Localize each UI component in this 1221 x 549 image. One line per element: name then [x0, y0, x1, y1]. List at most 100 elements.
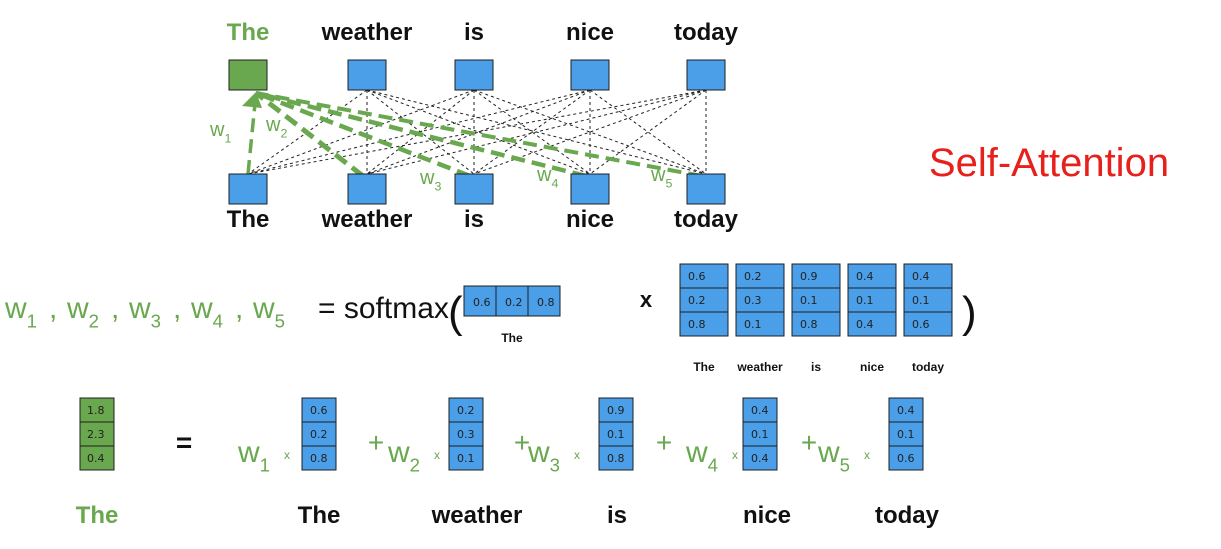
- key-matrix-label: The: [693, 360, 715, 374]
- key-matrix-value: 0.1: [912, 294, 930, 307]
- sum-times-sign: x: [434, 448, 440, 462]
- sum-plus-sign: +: [801, 427, 817, 458]
- weighted-edge-w5: [255, 91, 703, 178]
- value-vector-label-weather: weather: [431, 502, 523, 529]
- graph-weight-label-w1: w1: [209, 119, 231, 145]
- key-matrix-value: 0.4: [856, 270, 874, 283]
- bottom-token-box-is: [454, 173, 494, 205]
- sum-times-sign: x: [574, 448, 580, 462]
- attention-edge: [473, 89, 707, 175]
- arrow-head: [242, 92, 262, 108]
- attention-edge: [366, 89, 707, 175]
- value-vector-cell: [301, 445, 337, 471]
- equation-comma: ,: [111, 292, 119, 325]
- query-vector-value: 0.8: [537, 296, 555, 309]
- result-vector-value: 0.4: [87, 452, 105, 465]
- value-vector-label-the: The: [298, 502, 341, 529]
- value-vector-value: 0.1: [751, 428, 769, 441]
- top-token-label-nice: nice: [566, 19, 614, 46]
- value-vector-value: 0.1: [607, 428, 625, 441]
- bottom-token-label-weather: weather: [321, 206, 413, 233]
- key-matrix-value: 0.4: [856, 318, 874, 331]
- value-vector-value: 0.4: [897, 404, 915, 417]
- equation-weight-w4: w4: [190, 292, 223, 332]
- value-vector-cell: [598, 421, 634, 447]
- key-matrix-label: is: [811, 360, 821, 374]
- value-vector-label-is: is: [607, 502, 627, 529]
- value-vector-cell: [598, 445, 634, 471]
- query-vector-cell: [495, 285, 529, 317]
- value-vector-value: 0.8: [607, 452, 625, 465]
- value-vector-value: 0.1: [897, 428, 915, 441]
- graph-weight-label-w3: w3: [419, 167, 441, 193]
- result-vector-value: 1.8: [87, 404, 105, 417]
- attention-graph: TheTheweatherweatherisisnicenicetodaytod…: [209, 19, 739, 233]
- sum-weight-w4: w4: [685, 436, 718, 476]
- key-matrix-value: 0.2: [688, 294, 706, 307]
- softmax-label: = softmax: [318, 292, 449, 325]
- key-matrix-value: 0.2: [744, 270, 762, 283]
- value-vector-cell: [448, 445, 484, 471]
- times-sign: x: [640, 287, 653, 312]
- value-vector-value: 0.3: [457, 428, 475, 441]
- sum-weight-w5: w5: [817, 436, 850, 476]
- bottom-token-label-today: today: [674, 206, 739, 233]
- key-matrix-cell: [791, 311, 841, 337]
- graph-weight-label-w2: w2: [265, 114, 287, 140]
- result-vector-label: The: [76, 502, 119, 529]
- equation-comma: ,: [173, 292, 181, 325]
- top-token-label-weather: weather: [321, 19, 413, 46]
- top-token-box-is: [454, 59, 494, 91]
- value-vector-cell: [742, 445, 778, 471]
- attention-edge: [247, 89, 707, 175]
- key-matrix-value: 0.1: [800, 294, 818, 307]
- key-matrix-value: 0.6: [688, 270, 706, 283]
- weighted-edge-w2: [254, 91, 365, 178]
- diagram-title: Self-Attention: [929, 141, 1169, 185]
- key-matrix-value: 0.3: [744, 294, 762, 307]
- key-matrix-label: today: [912, 360, 944, 374]
- query-vector-label: The: [501, 331, 523, 345]
- top-token-label-is: is: [464, 19, 484, 46]
- weighted-edge-w3: [255, 90, 471, 179]
- sum-times-sign: x: [864, 448, 870, 462]
- equation-weight-w5: w5: [252, 292, 285, 332]
- value-vector-cell: [888, 421, 924, 447]
- sum-plus-sign: +: [368, 427, 384, 458]
- attention-edge: [473, 89, 707, 175]
- value-vector-value: 0.1: [457, 452, 475, 465]
- equation-weight-w2: w2: [66, 292, 99, 332]
- result-vector-value: 2.3: [87, 428, 105, 441]
- attention-edge: [366, 89, 591, 175]
- value-vector-value: 0.9: [607, 404, 625, 417]
- bottom-token-box-nice: [570, 173, 610, 205]
- key-matrix-value: 0.8: [688, 318, 706, 331]
- bottom-token-label-is: is: [464, 206, 484, 233]
- key-matrix-cell: [847, 287, 897, 313]
- value-vector-value: 0.2: [310, 428, 328, 441]
- sum-weight-w3: w3: [527, 436, 560, 476]
- sum-equals: =: [176, 427, 192, 458]
- key-matrix-cell: [679, 311, 729, 337]
- value-vector-cell: [742, 397, 778, 423]
- value-vector-value: 0.4: [751, 452, 769, 465]
- sum-weight-w2: w2: [387, 436, 420, 476]
- query-vector-cell: [463, 285, 497, 317]
- query-vector-value: 0.2: [505, 296, 523, 309]
- value-vector-label-today: today: [875, 502, 940, 529]
- top-token-label-today: today: [674, 19, 739, 46]
- close-paren: ): [962, 288, 977, 337]
- key-matrix-value: 0.1: [744, 318, 762, 331]
- query-vector-value: 0.6: [473, 296, 491, 309]
- key-matrix-cell: [679, 263, 729, 289]
- key-matrix-label: weather: [736, 360, 783, 374]
- key-matrix-value: 0.8: [800, 318, 818, 331]
- value-vector-value: 0.4: [751, 404, 769, 417]
- key-matrix-cell: [735, 287, 785, 313]
- key-matrix-cell: [847, 263, 897, 289]
- value-vector-label-nice: nice: [743, 502, 791, 529]
- open-paren: (: [448, 288, 463, 337]
- key-matrix-value: 0.1: [856, 294, 874, 307]
